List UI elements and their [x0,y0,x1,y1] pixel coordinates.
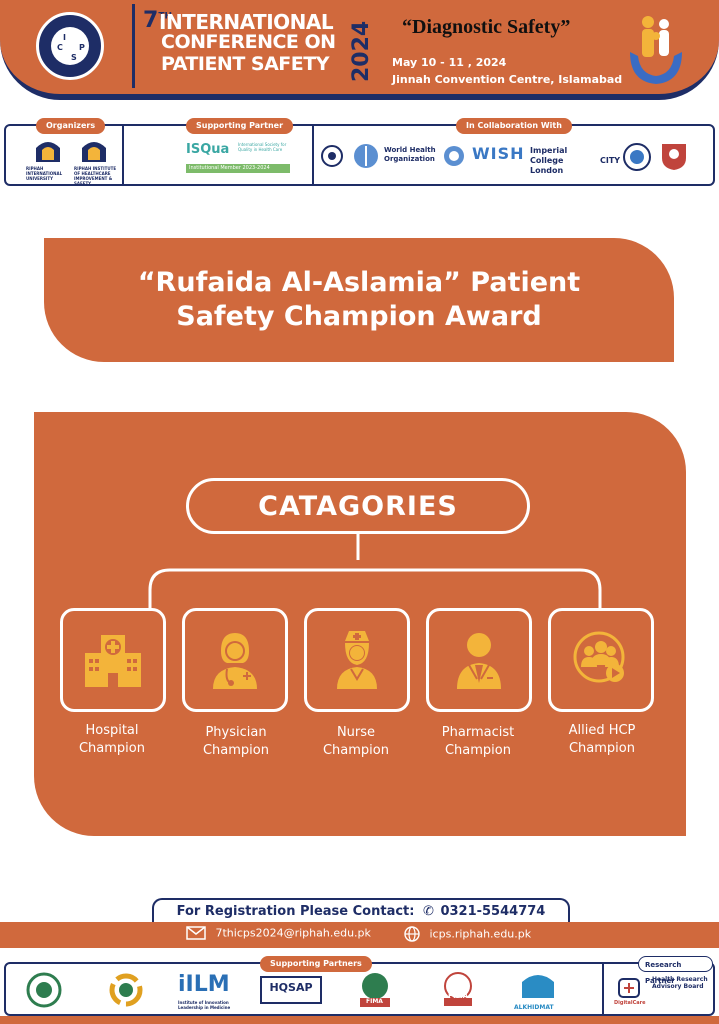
digitalcare-label: DigitalCare [614,1000,646,1006]
research-partner-tag: Research Partner [638,956,713,985]
category-card-nurse [304,608,410,712]
partner-ring-logo-icon [109,973,143,1007]
riphah-university-logo [36,142,60,162]
website-link[interactable]: icps.riphah.edu.pk [429,927,532,941]
supporting-partner-tag: Supporting Partner [186,118,294,134]
globe-icon [404,926,420,942]
pharmacist-icon [457,633,501,689]
medical-association-emblem-icon [26,972,62,1008]
hrab-label: Health Research Advisory Board [652,976,708,990]
icps-logo: I C P S [36,12,104,80]
isqua-logo: ISQua [186,142,230,157]
alkhidmat-label: ALKHIDMAT [514,1004,554,1011]
pima-label: PIMA [448,992,469,1000]
isqua-member-badge: Institutional Member 2023-2024 [186,164,290,173]
category-card-hospital [60,608,166,712]
category-label-hospital: Hospital Champion [78,723,145,756]
hqsap-logo: HQSAP [260,976,322,1004]
category-label-pharmacist: Pharmacist Champion [441,725,515,758]
category-label-nurse: Nurse Champion [322,725,389,758]
category-label-physician: Physician Champion [202,725,269,758]
riphah-institute-label: RIPHAH INSTITUTE OF HEALTHCARE IMPROVEME… [74,166,117,186]
supporting-partners-strip: Supporting Partners Research Partner iIL… [4,956,715,1016]
physician-icon [213,633,257,689]
award-title-line-1: “Rufaida Al-Aslamia” Patient [137,267,581,298]
title-line-2: CONFERENCE ON [161,31,336,53]
category-label-allied-hcp: Allied HCP Champion [568,723,636,756]
digitalcare-emblem-icon [618,978,640,998]
conference-dates: May 10 - 11 , 2024 [392,56,507,69]
conference-theme: “Diagnostic Safety” [402,16,571,38]
wish-logo: WISH [472,144,525,163]
iilm-subtitle: Institute of Innovation Leadership in Me… [178,1000,231,1010]
organizers-tag: Organizers [36,118,106,134]
collaboration-tag: In Collaboration With [456,118,572,134]
edition-suffix: TH [158,11,172,22]
category-card-allied-hcp [548,608,654,712]
category-tree-connector [148,534,602,608]
who-label: World Health Organization [384,146,436,163]
supporting-partners-tag: Supporting Partners [260,956,372,972]
college-emblem-icon [623,143,651,171]
registration-label: For Registration Please Contact: [176,904,415,919]
email-icon [186,926,206,940]
conference-title: 7TH INTERNATIONAL CONFERENCE ON PATIENT … [132,4,382,88]
award-title-line-2: Safety Champion Award [176,301,542,332]
registration-contact-tab: For Registration Please Contact: ✆ 0321-… [152,898,570,922]
categories-heading: CATAGORIES [258,491,458,522]
conference-header: I C P S 7TH INTERNATIONAL CONFERENCE ON … [0,0,719,100]
category-card-physician [182,608,288,712]
imperial-college-label: Imperial College London [530,146,568,175]
contact-bar: 7thicps2024@riphah.edu.pk icps.riphah.ed… [0,922,719,948]
conference-venue: Jinnah Convention Centre, Islamabad [392,73,623,86]
phone-icon: ✆ [423,904,434,919]
phone-number-link[interactable]: 0321-5544774 [440,904,546,919]
hospital-icon [85,635,141,687]
category-card-pharmacist [426,608,532,712]
isqua-subtitle: International Society for Quality in Hea… [238,142,287,152]
categories-heading-box: CATAGORIES [186,478,530,534]
categories-panel: CATAGORIES [34,412,686,836]
government-emblem-icon [321,145,343,167]
award-title-banner: “Rufaida Al-Aslamia” Patient Safety Cham… [44,238,674,362]
title-line-3: PATIENT SAFETY [161,53,329,75]
allied-team-icon [573,631,625,683]
riphah-university-label: RIPHAH INTERNATIONAL UNIVERSITY [26,166,63,181]
fima-label: FIMA [366,998,383,1005]
organizers-partners-strip: Organizers Supporting Partner In Collabo… [4,118,715,186]
pima-emblem-icon [444,972,472,1006]
title-line-1: INTERNATIONAL [159,10,334,34]
email-link[interactable]: 7thicps2024@riphah.edu.pk [215,926,371,940]
edition-number: 7 [143,8,159,33]
city-logo: CITY [600,156,621,165]
patient-safety-hands-icon [630,16,682,84]
footer-accent-line [0,1016,719,1024]
conference-year: 2024 [349,20,374,82]
alkhidmat-emblem-icon [522,975,554,998]
fima-emblem-icon [360,973,390,1007]
crest-emblem-icon [662,144,686,170]
riphah-institute-logo [82,142,106,162]
who-emblem-icon [354,144,378,168]
iilm-logo: iILM [178,972,230,997]
nurse-icon [337,631,377,689]
partner-emblem-icon [444,146,464,166]
